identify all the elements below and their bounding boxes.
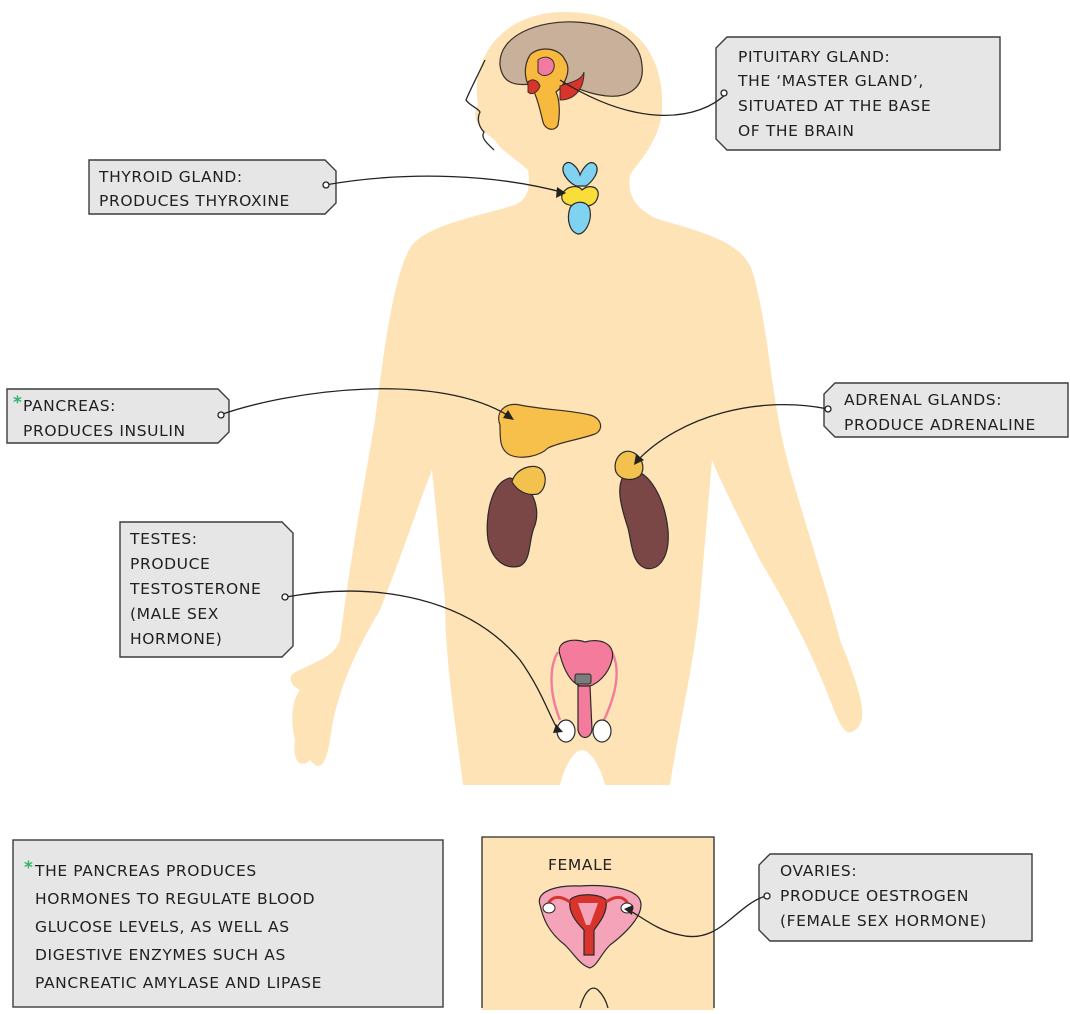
label-pituitary-line-4: OF THE BRAIN <box>738 122 855 140</box>
female-panel-title: FEMALE <box>548 856 613 874</box>
label-thyroid-line-2: PRODUCES THYROXINE <box>99 192 290 210</box>
footnote-line-3: GLUCOSE LEVELS, AS WELL AS <box>35 918 290 936</box>
leader-pancreas-pin <box>218 412 224 418</box>
female-panel: FEMALE <box>482 837 714 1010</box>
label-pancreas-line-2: PRODUCES INSULIN <box>23 422 186 440</box>
label-testes-line-2: PRODUCE <box>130 555 210 573</box>
label-pituitary-line-3: SITUATED AT THE BASE <box>738 97 931 115</box>
label-testes-line-4: (MALE SEX <box>130 605 219 623</box>
leader-thyroid-pin <box>323 182 329 188</box>
label-adrenal-line-2: PRODUCE ADRENALINE <box>844 416 1036 434</box>
label-ovaries: OVARIES: PRODUCE OESTROGEN (FEMALE SEX H… <box>759 854 1032 941</box>
label-pituitary-line-1: PITUITARY GLAND: <box>738 48 890 66</box>
footnote-line-4: DIGESTIVE ENZYMES SUCH AS <box>35 946 286 964</box>
label-pancreas: * PANCREAS: PRODUCES INSULIN <box>7 389 229 443</box>
label-thyroid-line-1: THYROID GLAND: <box>98 168 243 186</box>
pancreas-footnote: * THE PANCREAS PRODUCES HORMONES TO REGU… <box>13 840 443 1007</box>
leader-pituitary-pin <box>721 90 727 96</box>
label-adrenal-line-1: ADRENAL GLANDS: <box>844 391 1002 409</box>
label-pancreas-star: * <box>13 393 22 413</box>
penis <box>578 686 592 738</box>
label-ovaries-line-2: PRODUCE OESTROGEN <box>780 887 969 905</box>
label-adrenal: ADRENAL GLANDS: PRODUCE ADRENALINE <box>824 383 1068 437</box>
right-testis <box>593 720 611 742</box>
label-testes: TESTES: PRODUCE TESTOSTERONE (MALE SEX H… <box>120 522 293 657</box>
label-pituitary: PITUITARY GLAND: THE ‘MASTER GLAND’, SIT… <box>716 37 1000 150</box>
label-ovaries-line-3: (FEMALE SEX HORMONE) <box>780 912 987 930</box>
leader-adrenal-pin <box>825 406 831 412</box>
label-testes-line-5: HORMONE) <box>130 630 222 648</box>
left-ovary <box>543 903 555 913</box>
footnote-line-5: PANCREATIC AMYLASE AND LIPASE <box>35 974 322 992</box>
label-ovaries-line-1: OVARIES: <box>780 862 857 880</box>
label-pituitary-line-2: THE ‘MASTER GLAND’, <box>737 72 924 90</box>
label-testes-line-1: TESTES: <box>129 530 198 548</box>
footnote-line-1: THE PANCREAS PRODUCES <box>34 862 257 880</box>
label-testes-line-3: TESTOSTERONE <box>129 580 261 598</box>
footnote-line-2: HORMONES TO REGULATE BLOOD <box>35 890 315 908</box>
label-thyroid: THYROID GLAND: PRODUCES THYROXINE <box>89 160 336 214</box>
leader-ovaries-pin <box>764 893 770 899</box>
hypothalamus <box>538 57 554 75</box>
footnote-star: * <box>24 858 33 878</box>
label-pancreas-line-1: PANCREAS: <box>23 397 116 415</box>
prostate <box>575 674 591 684</box>
leader-testes-pin <box>282 594 288 600</box>
